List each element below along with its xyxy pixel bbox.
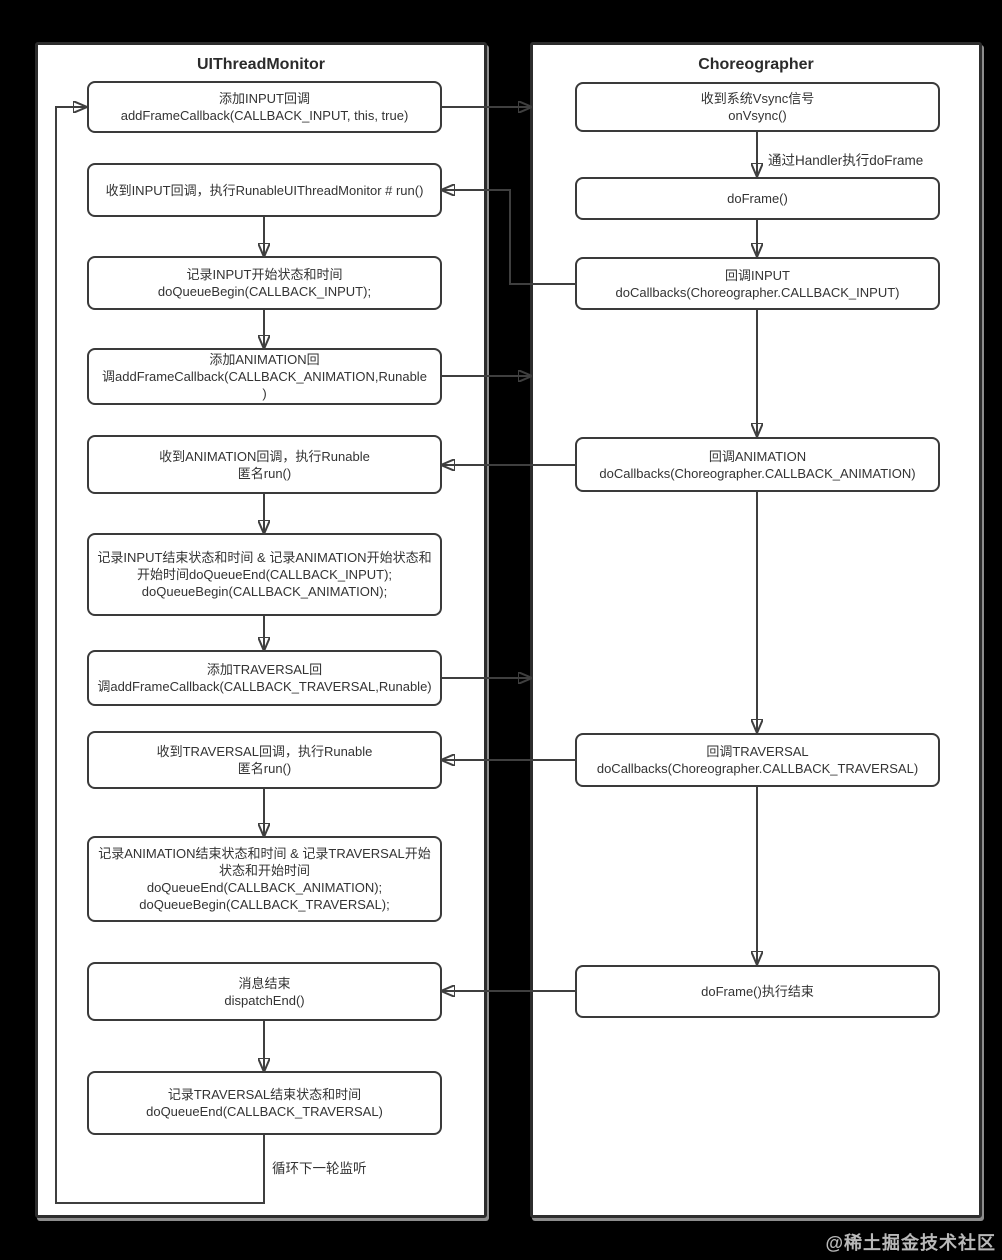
node-line: 记录TRAVERSAL结束状态和时间 (167, 1087, 362, 1102)
node-line: 调addFrameCallback(CALLBACK_TRAVERSAL,Run… (97, 679, 432, 694)
node-line: doCallbacks(Choreographer.CALLBACK_TRAVE… (596, 761, 919, 776)
node-line: onVsync() (728, 108, 787, 123)
node-line: 回调INPUT (724, 267, 790, 283)
panel-title-uithreadmonitor: UIThreadMonitor (197, 56, 325, 73)
node-line: 记录INPUT结束状态和时间 & 记录ANIMATION开始状态和 (97, 550, 432, 565)
node-receive-traversal-callback: 收到TRAVERSAL回调，执行Runable 匿名run() (87, 731, 442, 789)
node-line: 状态和开始时间 (218, 863, 310, 878)
node-line: 回调TRAVERSAL (706, 744, 809, 759)
node-add-animation-callback: 添加ANIMATION回 调addFrameCallback(CALLBACK_… (87, 348, 442, 405)
node-line: doCallbacks(Choreographer.CALLBACK_ANIMA… (599, 465, 916, 481)
node-line: doQueueBegin(CALLBACK_ANIMATION); (141, 584, 388, 599)
node-record-animation-end-traversal-begin: 记录ANIMATION结束状态和时间 & 记录TRAVERSAL开始 状态和开始… (87, 836, 442, 922)
node-line: 回调ANIMATION (708, 448, 807, 464)
handler-doframe-label: 通过Handler执行doFrame (768, 153, 924, 168)
node-line: addFrameCallback(CALLBACK_INPUT, this, t… (120, 108, 409, 123)
choreographer-panel: Choreographer 收到系统Vsync信号 onVsync() doFr… (530, 42, 982, 1218)
node-line: doFrame()执行结束 (701, 984, 814, 999)
node-on-vsync: 收到系统Vsync信号 onVsync() (575, 82, 940, 132)
node-line: 收到ANIMATION回调，执行Runable (159, 448, 370, 464)
node-add-traversal-callback: 添加TRAVERSAL回 调addFrameCallback(CALLBACK_… (87, 650, 442, 706)
watermark: @稀土掘金技术社区 (825, 1233, 996, 1253)
node-receive-input-callback: 收到INPUT回调，执行RunableUIThreadMonitor # run… (87, 163, 442, 217)
node-line: 开始时间doQueueEnd(CALLBACK_INPUT); (136, 567, 393, 582)
node-line: doQueueEnd(CALLBACK_TRAVERSAL) (146, 1104, 383, 1119)
node-line: 添加TRAVERSAL回 (206, 662, 323, 677)
node-add-input-callback: 添加INPUT回调 addFrameCallback(CALLBACK_INPU… (87, 81, 442, 133)
node-dispatch-end: 消息结束 dispatchEnd() (87, 962, 442, 1021)
node-line: 匿名run() (237, 465, 292, 481)
node-do-frame-end: doFrame()执行结束 (575, 965, 940, 1018)
panel-title-choreographer: Choreographer (698, 56, 814, 73)
node-line: 添加INPUT回调 (218, 91, 310, 106)
node-line: 记录ANIMATION结束状态和时间 & 记录TRAVERSAL开始 (98, 846, 431, 861)
node-record-input-begin: 记录INPUT开始状态和时间 doQueueBegin(CALLBACK_INP… (87, 256, 442, 310)
node-line: ) (262, 386, 267, 401)
node-line: 收到INPUT回调，执行RunableUIThreadMonitor # run… (105, 182, 424, 198)
node-record-input-end-animation-begin: 记录INPUT结束状态和时间 & 记录ANIMATION开始状态和 开始时间do… (87, 533, 442, 616)
node-line: 调addFrameCallback(CALLBACK_ANIMATION,Run… (102, 369, 427, 384)
node-line: 记录INPUT开始状态和时间 (186, 267, 343, 282)
uithreadmonitor-panel: UIThreadMonitor 添加INPUT回调 addFrameCallba… (35, 42, 487, 1218)
loop-next-round-label: 循环下一轮监听 (272, 1161, 367, 1176)
node-line: 收到系统Vsync信号 (700, 91, 815, 106)
node-line: doFrame() (727, 191, 788, 206)
node-line: doCallbacks(Choreographer.CALLBACK_INPUT… (615, 284, 900, 300)
node-record-traversal-end: 记录TRAVERSAL结束状态和时间 doQueueEnd(CALLBACK_T… (87, 1071, 442, 1135)
node-line: doQueueBegin(CALLBACK_TRAVERSAL); (139, 897, 390, 912)
node-callback-animation: 回调ANIMATION doCallbacks(Choreographer.CA… (575, 437, 940, 492)
node-callback-traversal: 回调TRAVERSAL doCallbacks(Choreographer.CA… (575, 733, 940, 787)
node-line: doQueueEnd(CALLBACK_ANIMATION); (146, 880, 383, 895)
node-line: 匿名run() (237, 761, 292, 776)
node-receive-animation-callback: 收到ANIMATION回调，执行Runable 匿名run() (87, 435, 442, 494)
node-line: 添加ANIMATION回 (209, 352, 320, 367)
node-line: doQueueBegin(CALLBACK_INPUT); (157, 284, 372, 299)
node-callback-input: 回调INPUT doCallbacks(Choreographer.CALLBA… (575, 257, 940, 310)
node-line: 消息结束 (238, 975, 291, 991)
node-line: dispatchEnd() (224, 992, 305, 1008)
node-line: 收到TRAVERSAL回调，执行Runable (156, 744, 373, 759)
node-do-frame: doFrame() (575, 177, 940, 220)
